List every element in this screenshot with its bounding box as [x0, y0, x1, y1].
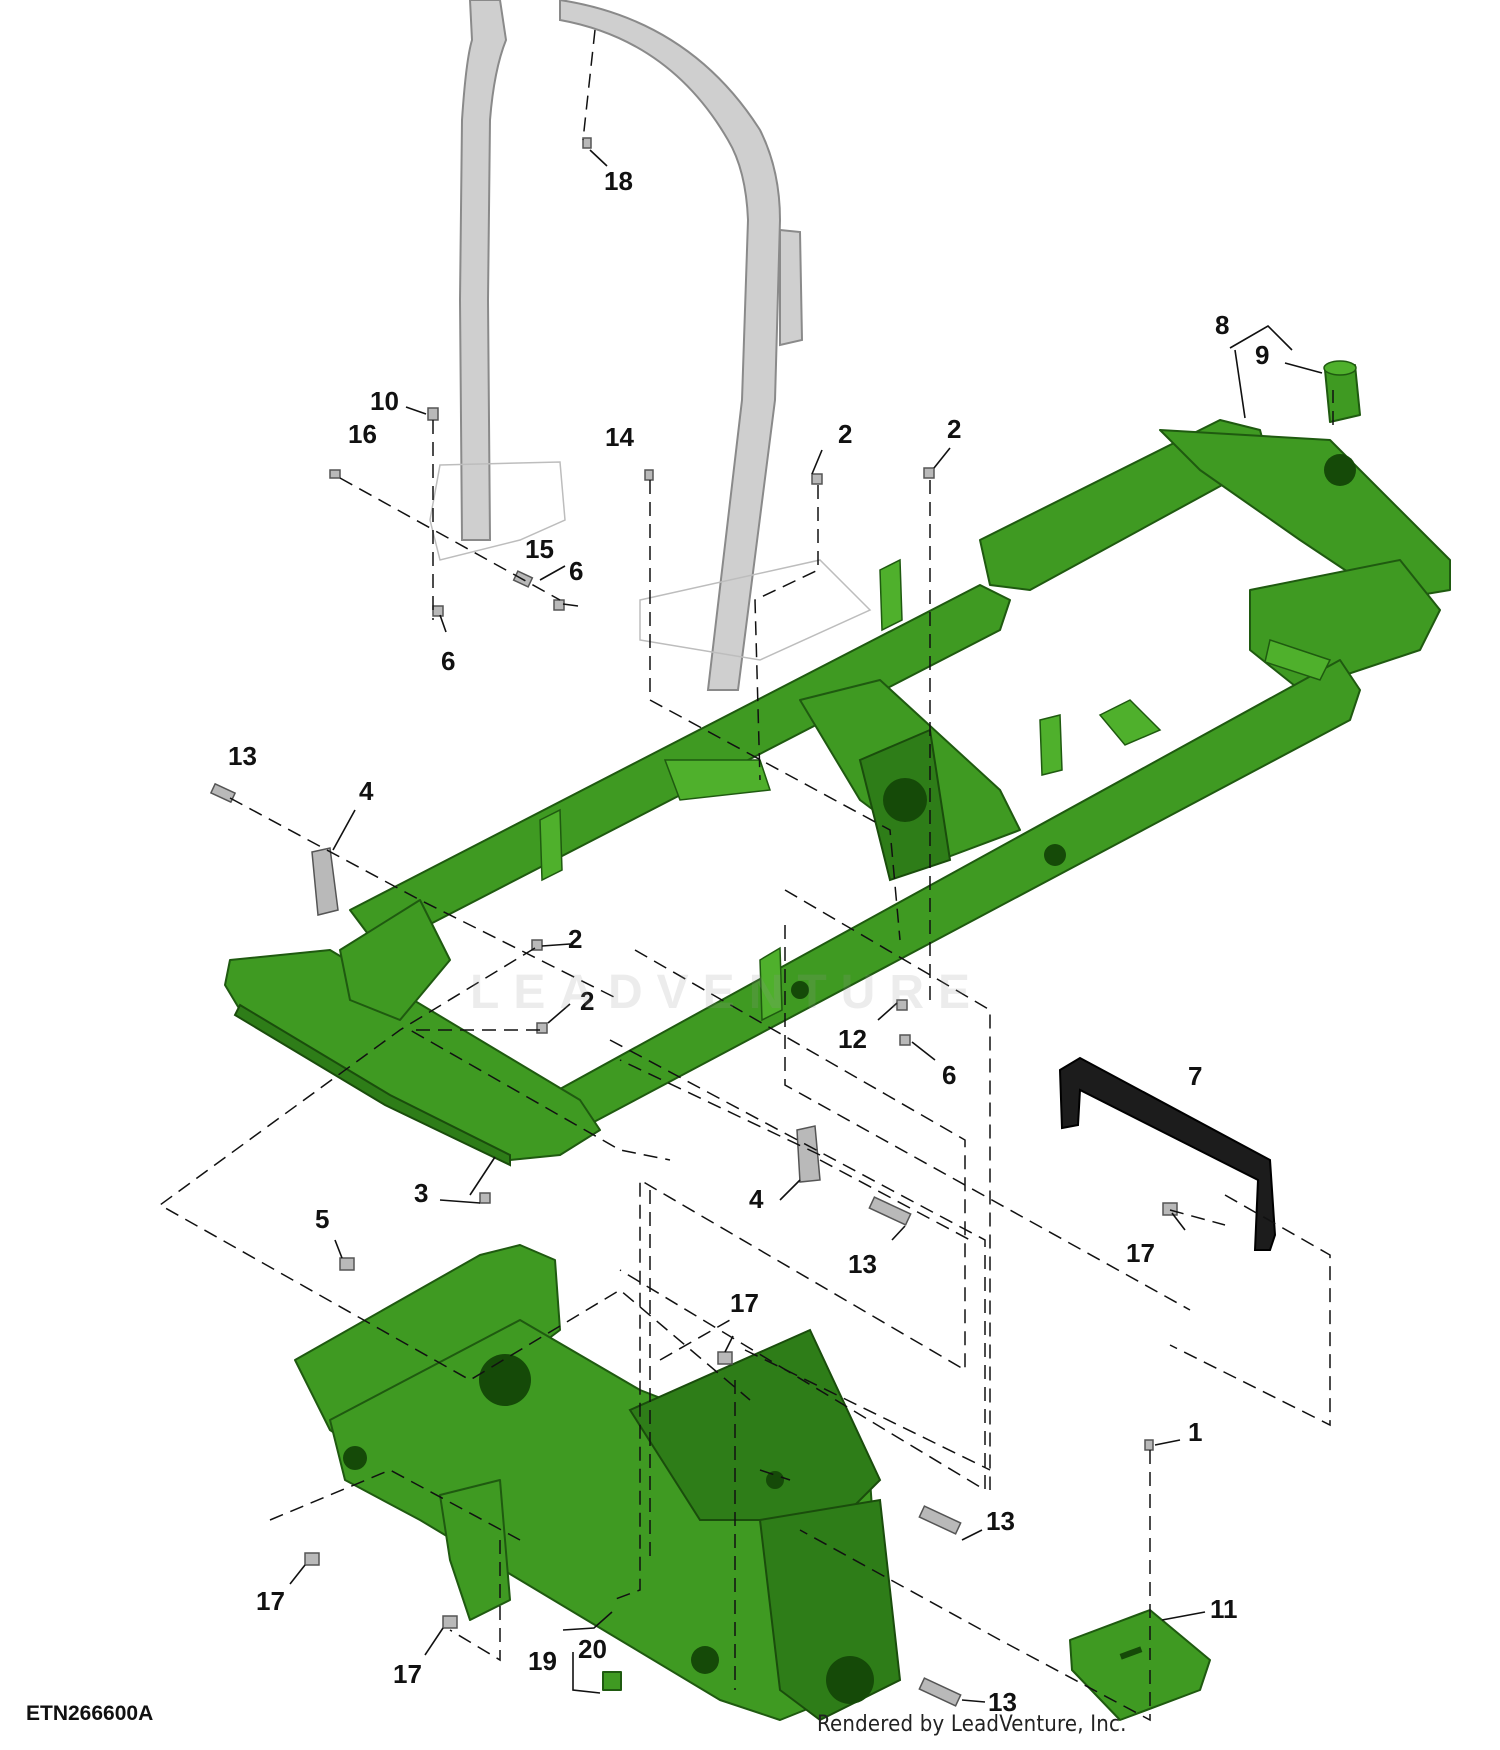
- callout-19: 19: [528, 1646, 557, 1676]
- callout-6-a: 6: [569, 556, 583, 586]
- callout-17-d: 17: [393, 1659, 422, 1689]
- assembly-lines: [158, 29, 1334, 1722]
- callout-4-a: 4: [359, 776, 374, 806]
- callouts: 18 8 9 10 16 14 2 2 15 6 6 13 4 2 2 12 6…: [228, 166, 1269, 1717]
- callout-13-b: 13: [848, 1249, 877, 1279]
- callout-14: 14: [605, 422, 634, 452]
- callout-13-d: 13: [988, 1687, 1017, 1717]
- callout-18: 18: [604, 166, 633, 196]
- render-credit: Rendered by LeadVenture, Inc.: [817, 1712, 1127, 1737]
- watermark: LEADVENTURE: [470, 966, 985, 1019]
- main-frame: [224, 419, 1451, 1167]
- hardware: [209, 137, 1178, 1707]
- callout-2-d: 2: [580, 986, 594, 1016]
- callout-9: 9: [1255, 340, 1269, 370]
- callout-6-b: 6: [441, 646, 455, 676]
- bushing-9: [1323, 360, 1361, 423]
- callout-3: 3: [414, 1178, 428, 1208]
- front-axle-frame: [294, 1244, 902, 1722]
- callout-17-c: 17: [256, 1586, 285, 1616]
- callout-13-a: 13: [228, 741, 257, 771]
- rops-bar: [458, 0, 804, 691]
- callout-6-c: 6: [942, 1060, 956, 1090]
- callout-11: 11: [1210, 1594, 1238, 1624]
- callout-15: 15: [525, 534, 554, 564]
- callout-2-a: 2: [838, 419, 852, 449]
- callout-1: 1: [1188, 1417, 1202, 1447]
- callout-16: 16: [348, 419, 377, 449]
- callout-2-b: 2: [947, 414, 961, 444]
- support-bracket-7: [1058, 1056, 1277, 1251]
- callout-20: 20: [578, 1634, 607, 1664]
- document-id: ETN266600A: [26, 1702, 154, 1725]
- callout-12: 12: [838, 1024, 867, 1054]
- callout-4-b: 4: [749, 1184, 764, 1214]
- step-plate-11: [1069, 1609, 1211, 1721]
- callout-13-c: 13: [986, 1506, 1015, 1536]
- callout-2-c: 2: [568, 924, 582, 954]
- callout-17-a: 17: [1126, 1238, 1155, 1268]
- leader-lines: [289, 149, 1323, 1703]
- rops-mount-plate-ghost: [429, 461, 872, 661]
- callout-5: 5: [315, 1204, 329, 1234]
- callout-17-b: 17: [730, 1288, 759, 1318]
- callout-10: 10: [370, 386, 399, 416]
- callout-8: 8: [1215, 310, 1229, 340]
- callout-7: 7: [1188, 1061, 1202, 1091]
